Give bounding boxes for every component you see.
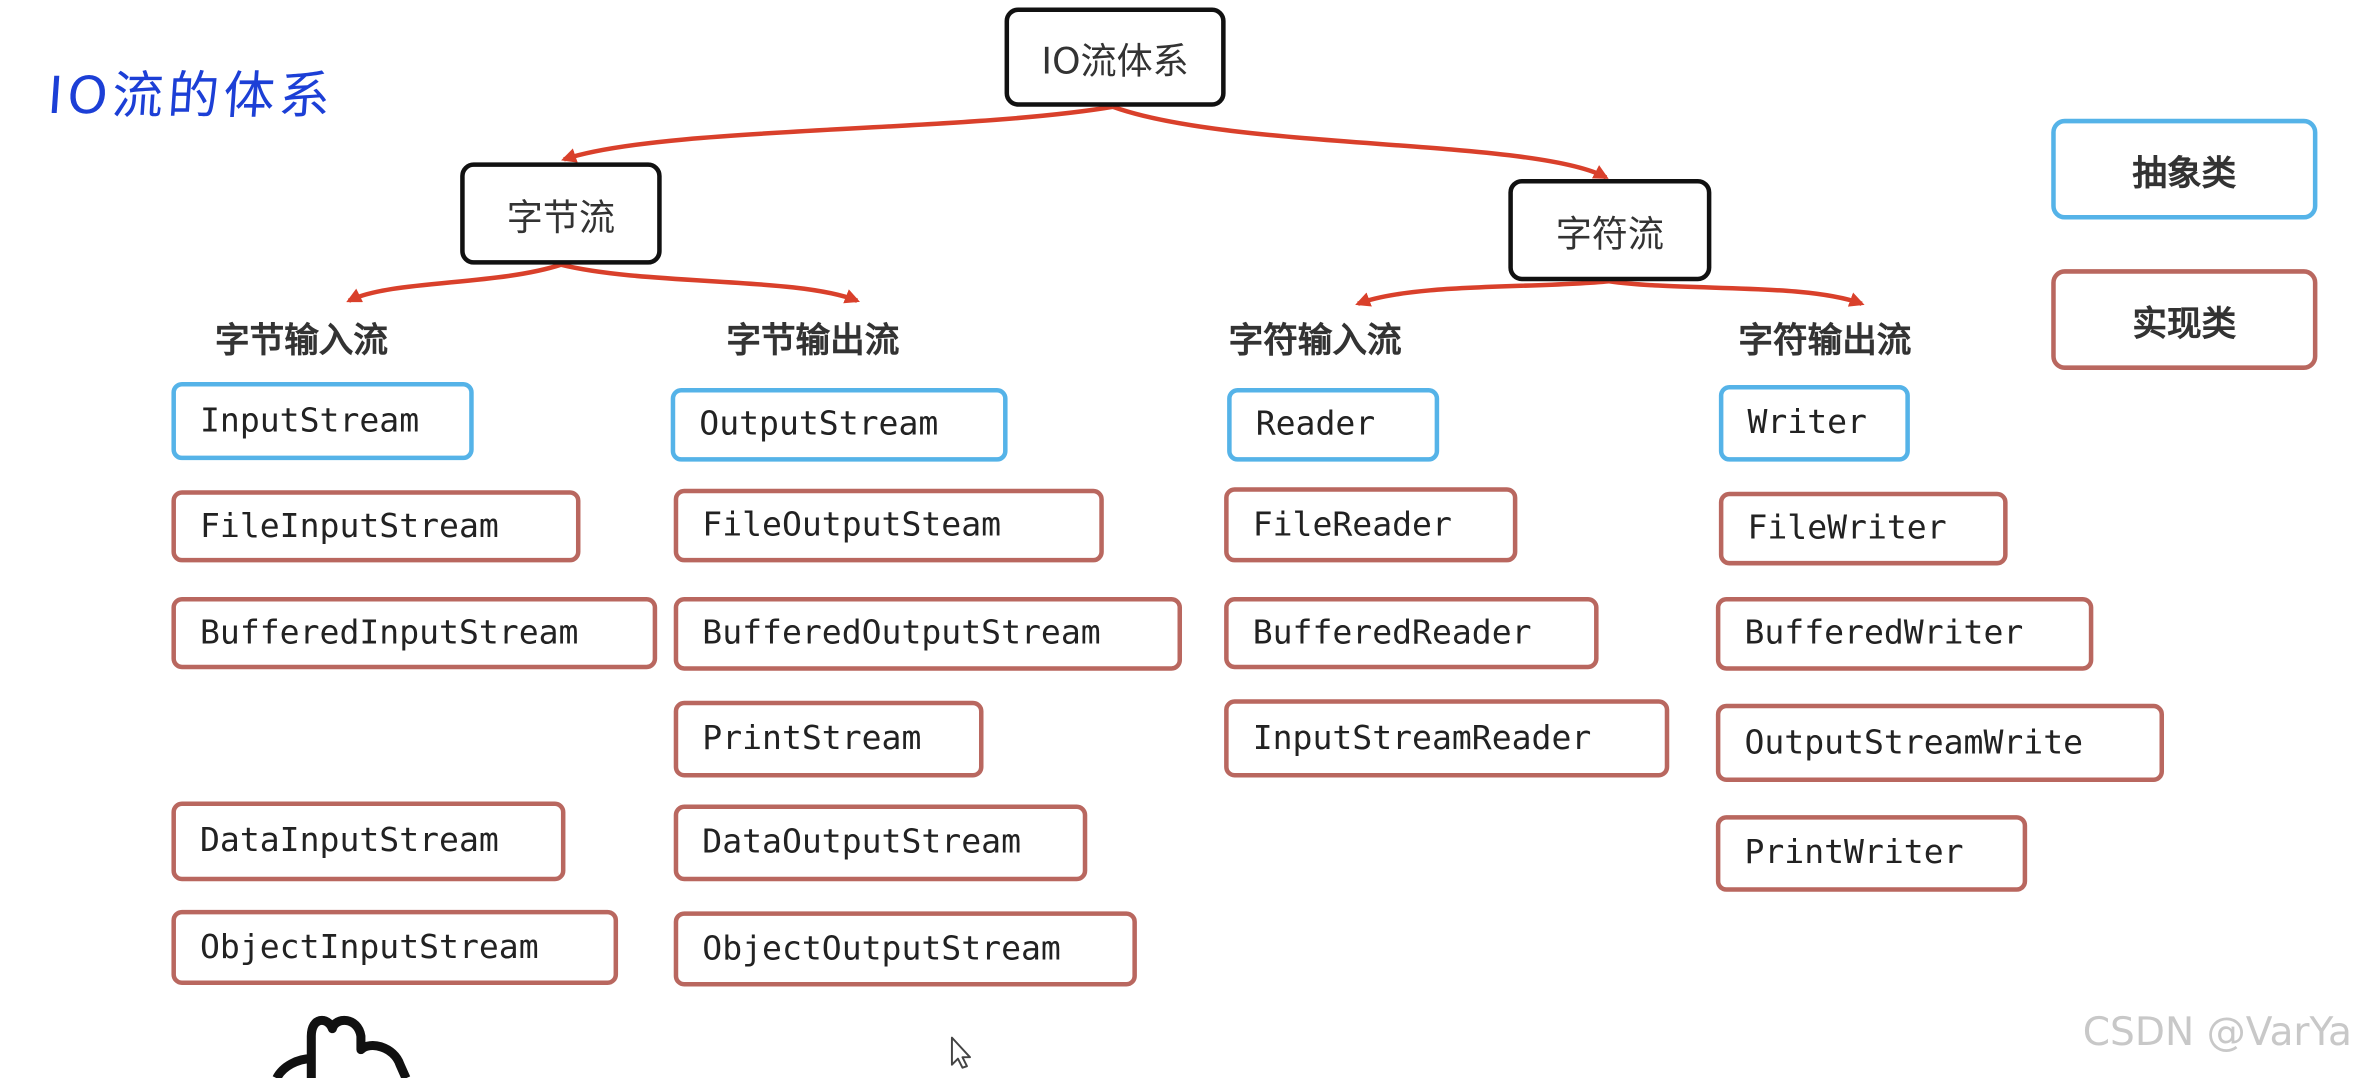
arrow-byte-to-output [560,262,860,304]
class-box-reader: Reader [1227,387,1440,462]
class-box-inputstreamreader: InputStreamReader [1224,699,1670,778]
class-box-inputstream: InputStream [171,381,474,461]
class-box-dataoutputstream: DataOutputStream [673,804,1088,882]
class-box-datainputstream: DataInputStream [171,801,566,882]
column-title-char-output: 字符输出流 [1738,321,1912,361]
class-box-objectoutputstream: ObjectOutputStream [673,911,1137,987]
arrow-char-to-input [1355,278,1610,307]
class-box-printstream: PrintStream [673,700,984,778]
arrow-char-to-output [1608,278,1865,307]
class-box-writer: Writer [1718,384,1910,462]
class-box-bufferedoutputstream: BufferedOutputStream [673,597,1183,671]
byte-stream-node: 字节流 [460,162,662,265]
char-stream-node: 字符流 [1508,178,1712,282]
class-box-outputstreamwrite: OutputStreamWrite [1715,703,2165,782]
mouse-cursor-icon [950,1036,971,1069]
class-box-objectinputstream: ObjectInputStream [171,909,619,986]
class-box-bufferedreader: BufferedReader [1224,597,1599,670]
class-box-bufferedinputstream: BufferedInputStream [171,597,658,670]
class-box-fileinputstream: FileInputStream [171,490,581,563]
column-title-byte-input: 字节输入流 [215,321,388,361]
root-node: IO流体系 [1004,7,1226,107]
class-box-fileoutputsteam: FileOutputSteam [673,488,1104,563]
hand-pointer-icon [272,1016,411,1078]
class-box-filereader: FileReader [1224,487,1518,563]
legend-abstract-class: 抽象类 [2051,118,2318,220]
arrow-byte-to-input [346,262,562,303]
column-title-char-input: 字符输入流 [1228,321,1402,361]
legend-implementation-class: 实现类 [2051,269,2318,370]
page-heading: IO流的体系 [45,66,337,127]
arrow-root-to-byte [561,104,1114,163]
watermark: CSDN @VarYa [2082,1010,2352,1056]
class-box-printwriter: PrintWriter [1715,815,2028,892]
arrow-root-to-char [1112,104,1609,180]
class-box-bufferedwriter: BufferedWriter [1715,597,2094,671]
class-box-outputstream: OutputStream [670,387,1008,462]
column-title-byte-output: 字节输出流 [726,321,900,361]
class-box-filewriter: FileWriter [1718,491,2008,566]
